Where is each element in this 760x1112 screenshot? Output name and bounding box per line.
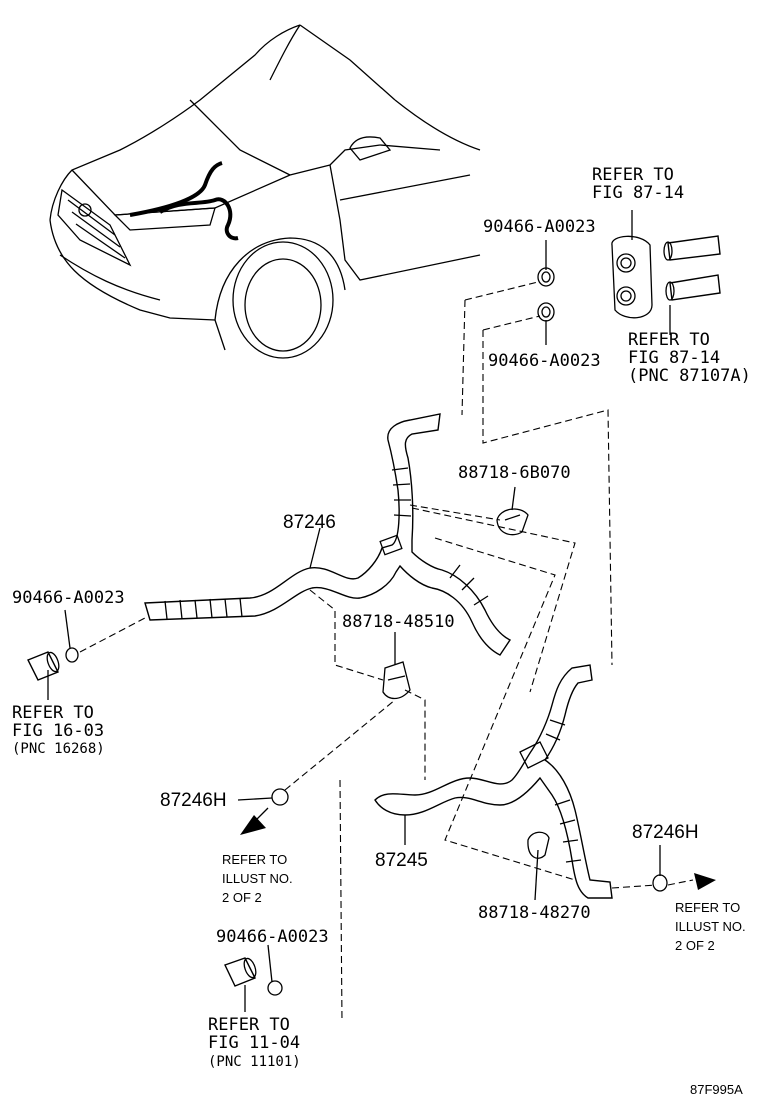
part-number-88718-48270: 88718-48270: [478, 903, 591, 923]
part-number-87246h-left: 87246H: [160, 790, 227, 811]
refer-illust-right-line2: ILLUST NO.: [675, 919, 746, 934]
refer-label-16-03-line1: REFER TO: [12, 703, 94, 723]
refer-illust-left-line3: 2 OF 2: [222, 890, 262, 905]
heater-core-fitting: [611, 235, 721, 319]
vehicle-front-illustration: [49, 24, 481, 359]
refer-label-pnc-line1: REFER TO: [628, 330, 710, 350]
refer-label-pnc-line3: (PNC 87107A): [628, 366, 751, 386]
refer-label-16-03-line3: (PNC 16268): [12, 741, 105, 757]
refer-label-pnc-line2: FIG 87-14: [628, 348, 720, 368]
refer-illust-right-line1: REFER TO: [675, 900, 740, 915]
clip-icon: [382, 508, 550, 859]
part-number-87245: 87245: [375, 850, 428, 871]
callout-lines: [47, 210, 671, 1012]
part-number-90466-mid: 90466-A0023: [488, 351, 601, 371]
part-number-90466-top: 90466-A0023: [483, 217, 596, 237]
refer-label-11-04-line1: REFER TO: [208, 1015, 290, 1035]
refer-illust-left-line2: ILLUST NO.: [222, 871, 293, 886]
hose-87246: [144, 413, 512, 656]
refer-label-87-14-line2: FIG 87-14: [592, 183, 684, 203]
refer-label-11-04-line2: FIG 11-04: [208, 1033, 300, 1053]
part-number-90466-bottom: 90466-A0023: [216, 927, 329, 947]
part-number-88718-6b070: 88718-6B070: [458, 463, 571, 483]
refer-illust-left-line1: REFER TO: [222, 852, 287, 867]
clamp-icon: [537, 267, 555, 322]
leader-lines: [79, 281, 694, 1023]
refer-illust-right-line3: 2 OF 2: [675, 938, 715, 953]
part-number-87246: 87246: [283, 512, 336, 533]
arrow-icon: [240, 807, 716, 890]
refer-label-16-03-line2: FIG 16-03: [12, 721, 104, 741]
hose-87245: [374, 664, 613, 899]
refer-label-11-04-line3: (PNC 11101): [208, 1054, 301, 1070]
refer-label-87-14-line1: REFER TO: [592, 165, 674, 185]
part-number-90466-left: 90466-A0023: [12, 588, 125, 608]
part-number-87246h-right: 87246H: [632, 822, 699, 843]
part-number-88718-48510: 88718-48510: [342, 612, 455, 632]
figure-code: 87F995A: [690, 1082, 743, 1097]
